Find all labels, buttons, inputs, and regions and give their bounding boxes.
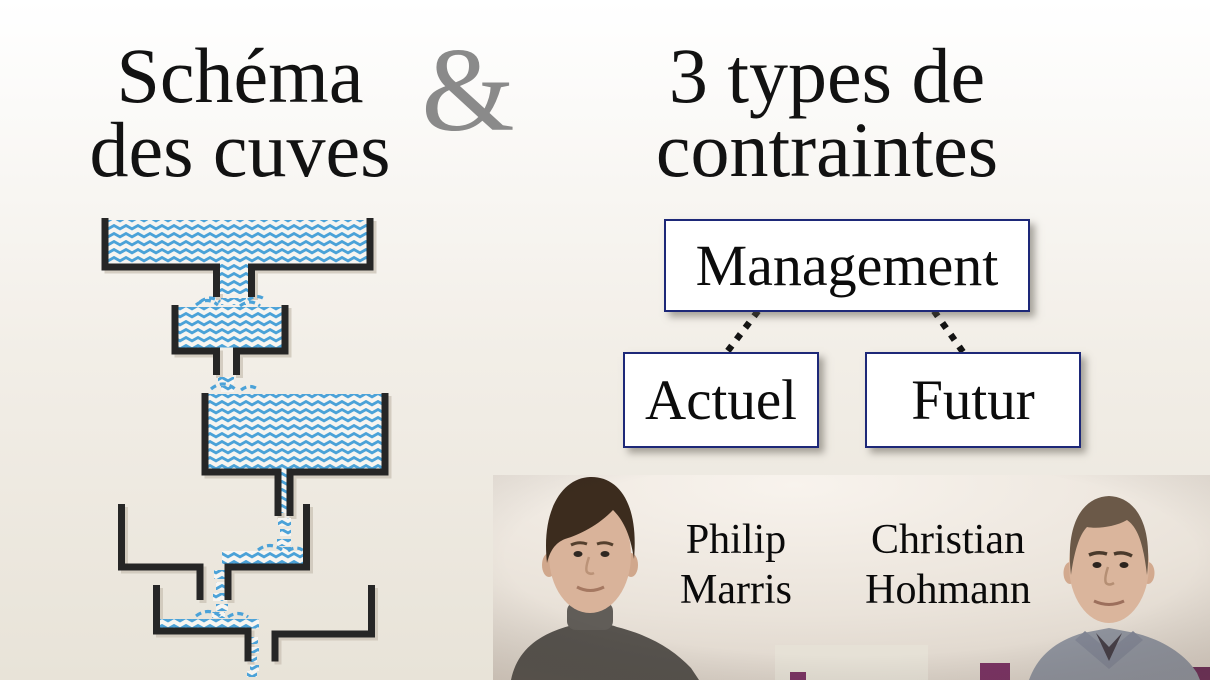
presenters-illustration xyxy=(493,475,1210,680)
presenter-christian-first-name: Christian xyxy=(871,517,1025,563)
org-box-management-label: Management xyxy=(695,233,999,298)
presenter-philip-first-name: Philip xyxy=(685,517,787,563)
org-box-actuel-label: Actuel xyxy=(645,368,797,432)
connector-management-actuel xyxy=(724,309,761,354)
presenter-philip-last-name: Marris xyxy=(680,567,792,613)
tank-water xyxy=(108,220,382,629)
tank2-water xyxy=(178,307,282,348)
ampersand-separator: & xyxy=(421,23,515,156)
presenter-name-philip: Philip Marris xyxy=(626,515,846,615)
org-box-futur-label: Futur xyxy=(911,368,1035,432)
tank5-water xyxy=(160,619,259,629)
org-box-actuel: Actuel xyxy=(623,352,819,448)
photo-vignette xyxy=(493,475,1210,680)
right-title: 3 types de contraintes xyxy=(607,32,1047,193)
presenter-christian-last-name: Hohmann xyxy=(865,567,1031,613)
tank4-water xyxy=(222,551,303,564)
right-title-line2: contraintes xyxy=(655,106,999,193)
left-title: Schéma des cuves xyxy=(30,32,450,193)
right-title-line1: 3 types de xyxy=(668,32,986,119)
org-box-futur: Futur xyxy=(865,352,1081,448)
tank3-spout-water xyxy=(280,466,288,513)
org-box-management: Management xyxy=(664,219,1030,312)
left-title-line1: Schéma xyxy=(116,32,364,119)
tank1-water xyxy=(108,220,367,264)
tank1-spout-water xyxy=(220,262,248,294)
left-title-line2: des cuves xyxy=(89,106,391,193)
presenters-photo: Philip Marris Christian Hohmann xyxy=(493,475,1210,680)
tank3-water xyxy=(208,394,382,469)
tank-walls xyxy=(101,218,389,662)
splash-marks xyxy=(194,294,305,619)
presenter-name-christian: Christian Hohmann xyxy=(838,515,1058,615)
connector-management-futur xyxy=(931,309,966,354)
